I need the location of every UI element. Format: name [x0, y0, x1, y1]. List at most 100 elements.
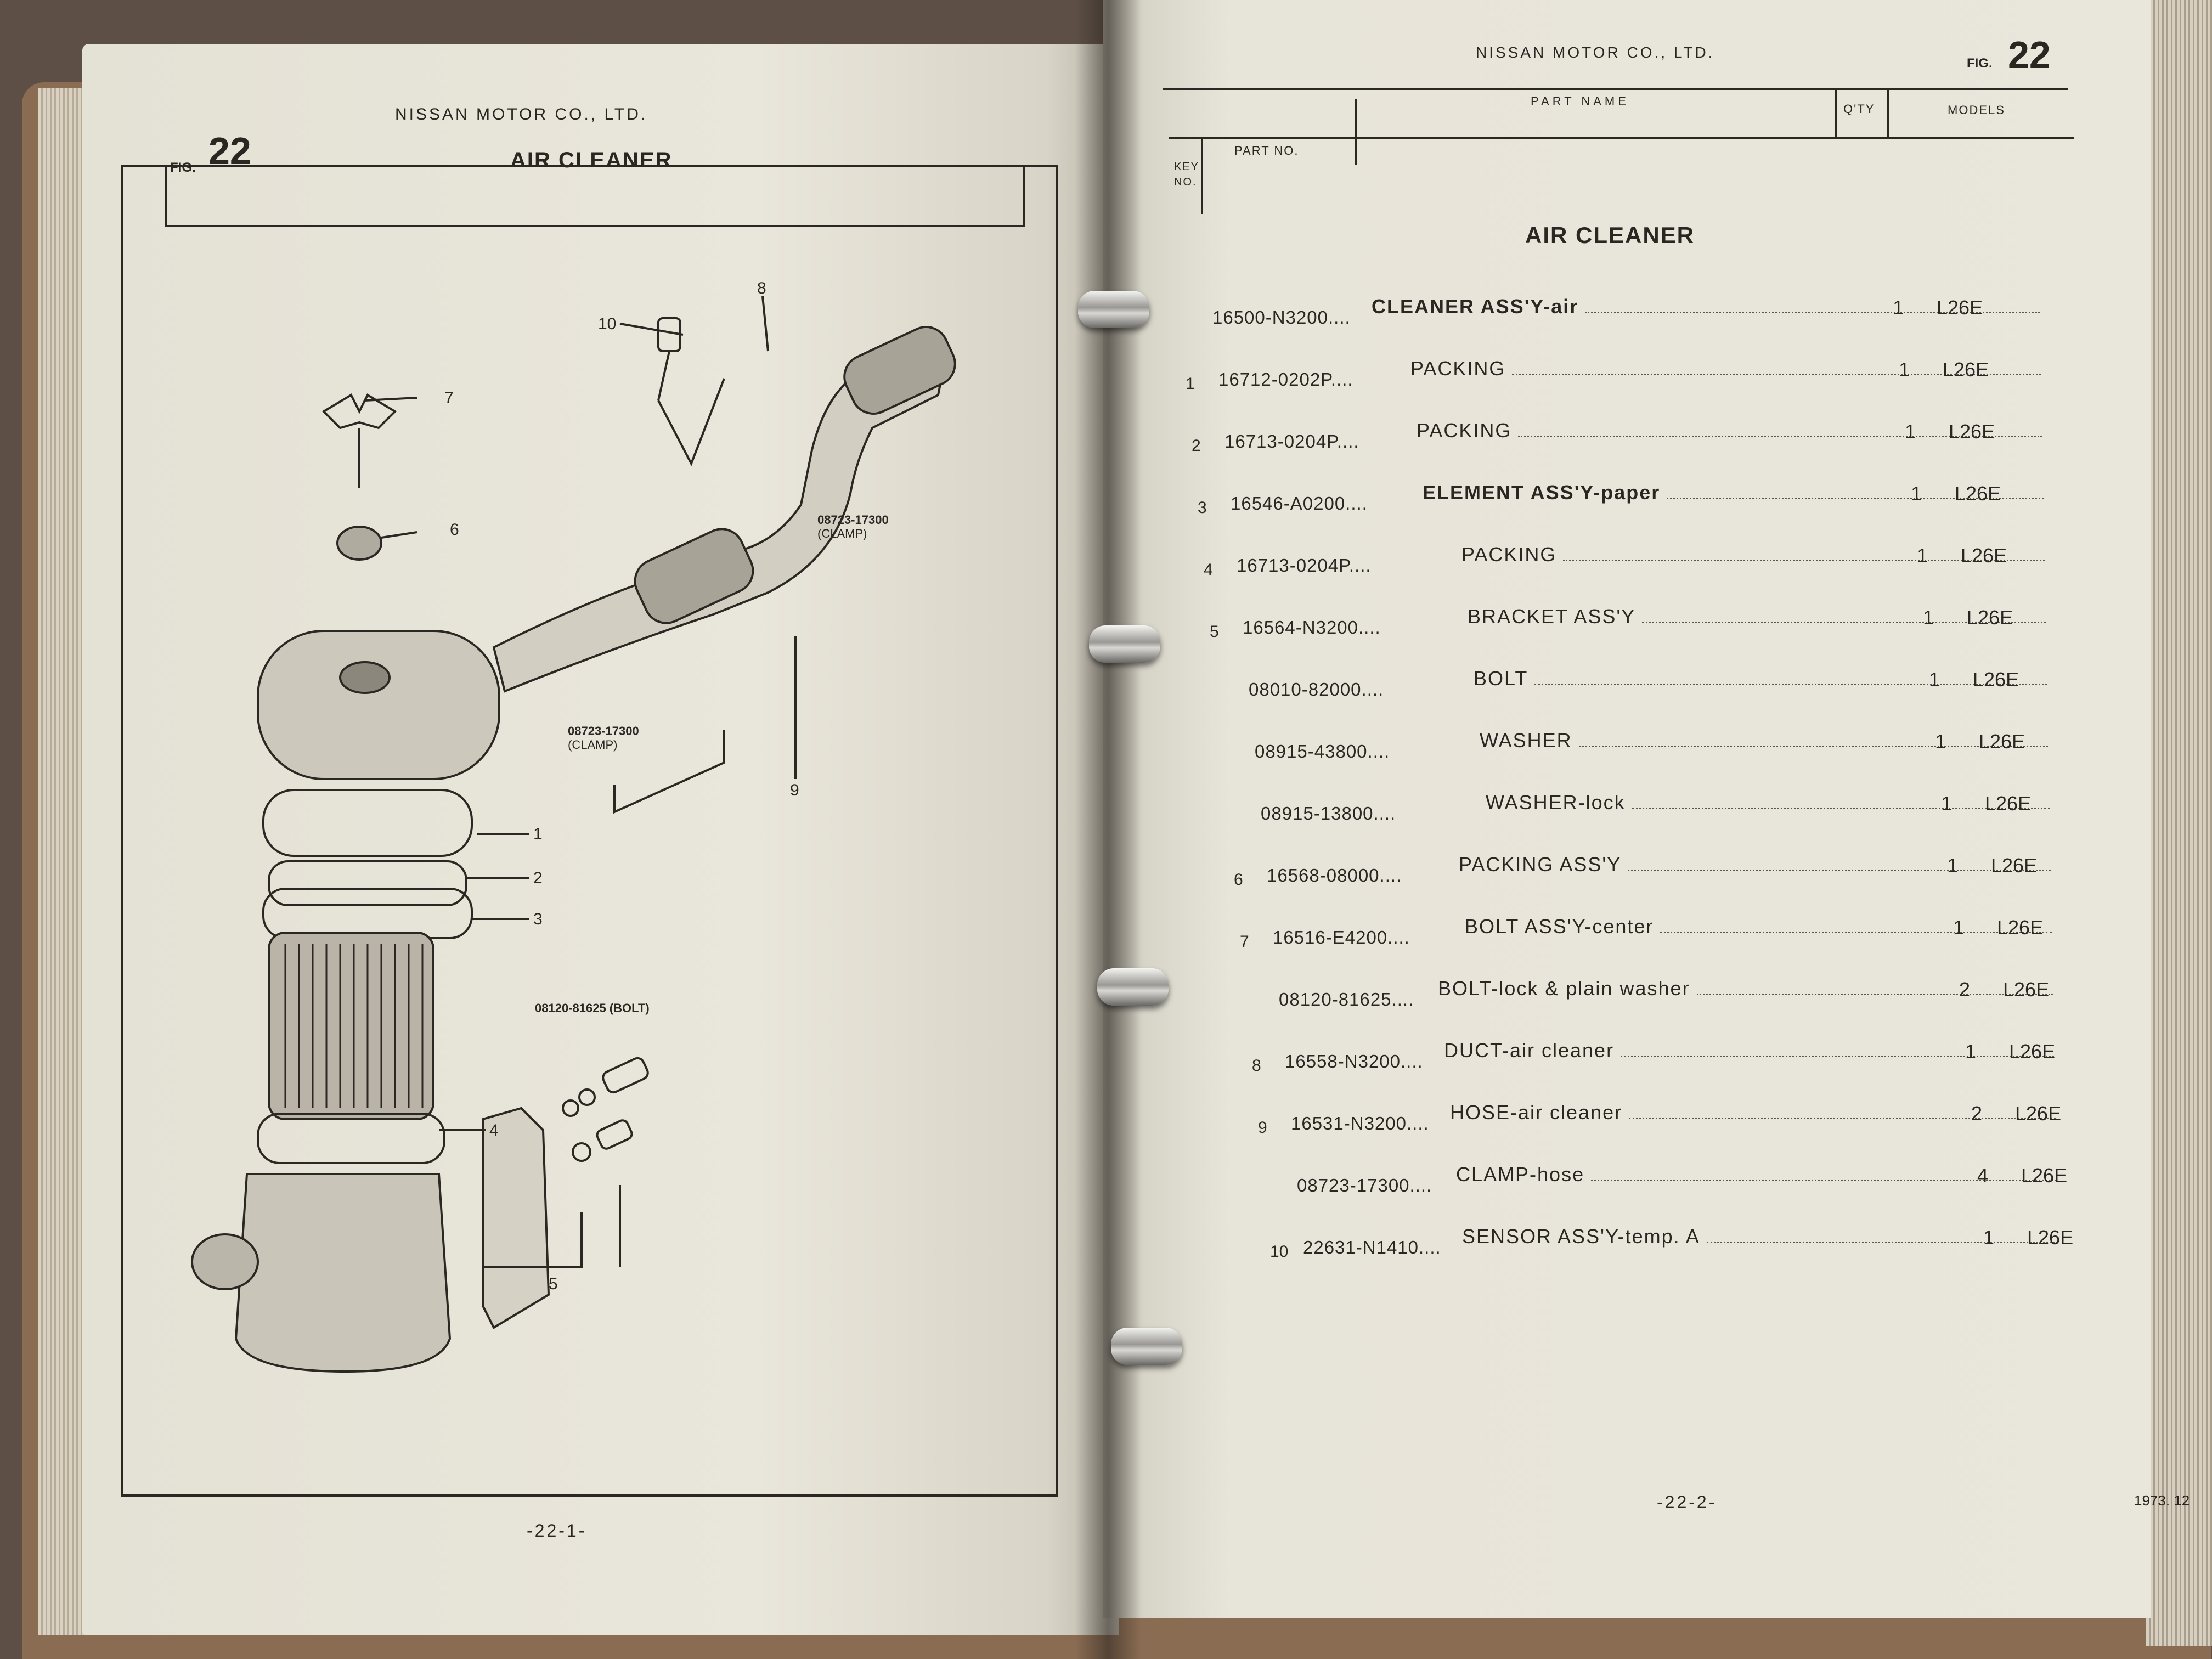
callout-6: 6: [450, 521, 459, 539]
part-key-no: 9: [1258, 1119, 1267, 1137]
dot-leader: [1585, 312, 2040, 313]
callout-1: 1: [533, 825, 543, 843]
filter-element: [268, 932, 435, 1120]
part-qty: 2: [1971, 1102, 1983, 1125]
dot-leader: [1621, 1056, 2055, 1057]
dot-leader: [1534, 684, 2047, 685]
part-name: WASHER-lock: [1486, 791, 1626, 814]
part-name-cell: ELEMENT ASS'Y-paper: [1423, 481, 2050, 505]
callout-9: 9: [790, 781, 799, 799]
callout-4: 4: [489, 1121, 499, 1139]
gutter-shadow: [1075, 0, 1141, 1659]
washer: [562, 1099, 579, 1117]
part-qty: 4: [1977, 1164, 1989, 1187]
clamp-top-part-no: 08723-17300: [817, 513, 889, 527]
clamp-bottom-part-no: 08723-17300: [568, 724, 639, 738]
packing-4: [257, 1113, 445, 1164]
part-qty: 1: [1898, 358, 1910, 381]
binder-ring-2: [1089, 625, 1160, 663]
part-model: L26E: [2003, 978, 2050, 1001]
left-page: [82, 44, 1119, 1635]
part-model: L26E: [1985, 792, 2032, 815]
part-key-no: 5: [1210, 623, 1219, 641]
table-header-bottom-rule: [1169, 137, 2074, 139]
dot-leader: [1706, 1242, 2058, 1243]
callout-2: 2: [533, 869, 543, 887]
callout-5: 5: [549, 1275, 558, 1293]
part-number: 16531-N3200....: [1291, 1113, 1429, 1133]
part-model: L26E: [1961, 544, 2007, 567]
air-cleaner-exploded-diagram: 1 2 3 4 5 6 7 8 9 10 08723-17300 (CLAMP)…: [191, 279, 956, 1373]
part-name: BRACKET ASS'Y: [1468, 605, 1636, 628]
left-company-header: NISSAN MOTOR CO., LTD.: [395, 105, 648, 123]
part-qty: 2: [1959, 978, 1971, 1001]
left-fig-label: FIG.: [170, 160, 196, 175]
part-name: DUCT-air cleaner: [1444, 1039, 1615, 1062]
dot-leader: [1563, 560, 2045, 561]
dot-leader: [1518, 436, 2042, 437]
part-model: L26E: [1949, 420, 1995, 443]
binder-ring-3: [1097, 968, 1169, 1006]
part-model: L26E: [1997, 916, 2044, 939]
part-name-cell: WASHER: [1480, 729, 2055, 753]
part-name: BOLT-lock & plain washer: [1438, 977, 1690, 1000]
part-number: 08010-82000....: [1249, 679, 1384, 699]
part-name-cell: CLEANER ASS'Y-air: [1372, 295, 2046, 319]
part-name-cell: PACKING: [1462, 543, 2051, 567]
part-name: BOLT: [1474, 667, 1528, 690]
dot-leader: [1660, 932, 2052, 933]
title-bar: [165, 165, 1025, 227]
col-key-label: KEY: [1174, 161, 1200, 173]
hose-upper: [843, 326, 956, 415]
part-name: BOLT ASS'Y-center: [1465, 915, 1654, 938]
right-page-title: AIR CLEANER: [1525, 222, 1695, 248]
part-number: 16712-0202P....: [1218, 369, 1353, 390]
part-key-no: 1: [1186, 375, 1195, 393]
part-name-cell: BOLT ASS'Y-center: [1465, 915, 2058, 939]
part-name-cell: SENSOR ASS'Y-temp. A: [1462, 1225, 2064, 1249]
right-page-number: -22-2-: [1657, 1492, 1717, 1512]
dot-leader: [1591, 1180, 2057, 1181]
part-name: PACKING: [1462, 543, 1557, 566]
wing-bolt: [321, 393, 397, 430]
part-qty: 1: [1946, 854, 1959, 877]
dot-leader: [1642, 622, 2046, 623]
housing-top: [257, 630, 500, 780]
col-divider-partno: [1355, 99, 1357, 165]
part-name-cell: WASHER-lock: [1486, 791, 2056, 815]
packing-2: [268, 860, 467, 906]
dot-leader: [1628, 870, 2051, 871]
part-number: 08915-13800....: [1261, 803, 1396, 823]
part-name: CLEANER ASS'Y-air: [1372, 295, 1579, 318]
left-page-title: AIR CLEANER: [510, 148, 673, 172]
part-model: L26E: [1973, 668, 2019, 691]
part-name: PACKING: [1417, 419, 1512, 442]
housing-body: [234, 1173, 452, 1373]
col-part-name-label: PART NAME: [1531, 94, 1629, 108]
left-page-number: -22-1-: [527, 1521, 587, 1541]
part-row: 08010-82000.... BOLT 1 L26E: [1180, 667, 2112, 701]
part-number: 08915-43800....: [1255, 741, 1390, 761]
part-number: 22631-N1410....: [1303, 1237, 1441, 1257]
right-page: [1103, 0, 2151, 1618]
part-name-cell: PACKING: [1417, 419, 2049, 443]
part-number: 16558-N3200....: [1285, 1051, 1423, 1071]
part-number: 16568-08000....: [1267, 865, 1402, 885]
part-qty: 1: [1910, 482, 1922, 505]
part-key-no: 2: [1192, 437, 1201, 455]
dot-leader: [1632, 808, 2050, 809]
part-model: L26E: [1937, 296, 1983, 319]
part-qty: 1: [1940, 792, 1953, 815]
part-qty: 1: [1922, 606, 1934, 629]
bracket: [482, 1107, 550, 1329]
part-name: ELEMENT ASS'Y-paper: [1423, 481, 1661, 504]
part-qty: 1: [1983, 1226, 1995, 1249]
bolt-callout-label: 08120-81625 (BOLT): [535, 1001, 650, 1015]
part-qty: 1: [1928, 668, 1940, 691]
